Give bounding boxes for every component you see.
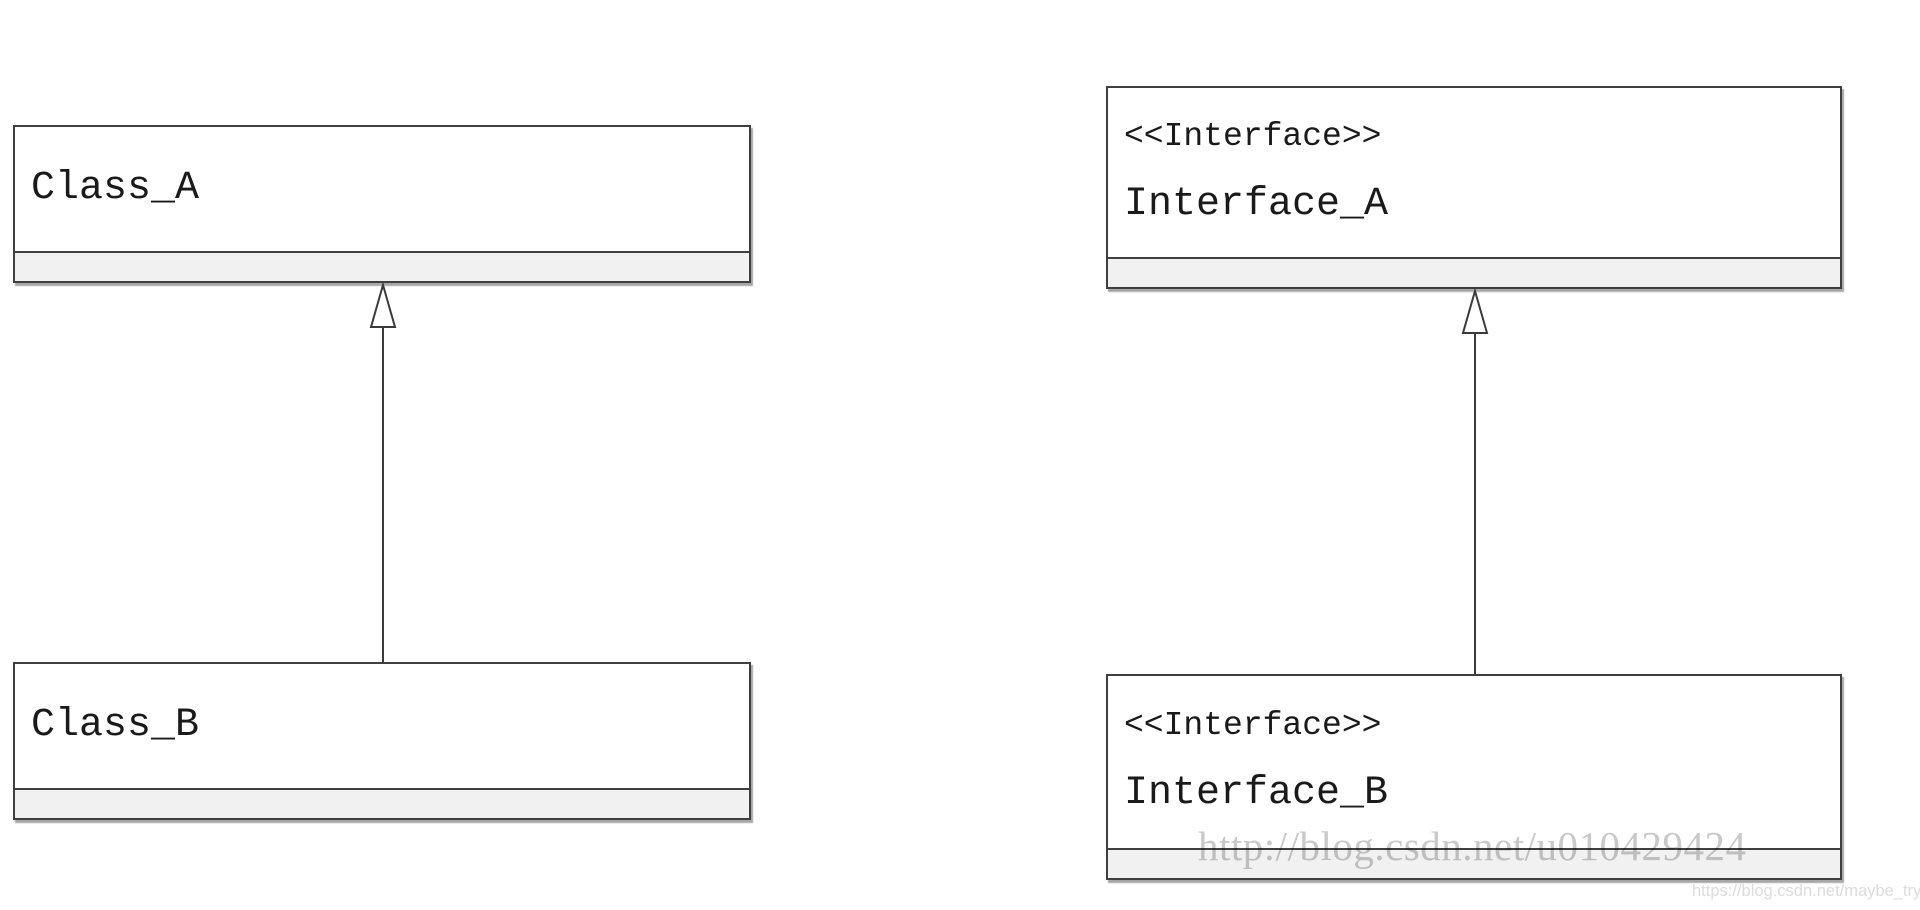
csdn-watermark-large: http://blog.csdn.net/u010429424	[1198, 823, 1747, 869]
generalization-arrow-interfaceb-to-interfacea	[1461, 287, 1489, 675]
generalization-arrow-classb-to-classa	[369, 281, 397, 663]
interface-b-attributes-compartment	[1108, 848, 1840, 878]
interface-node-interface-b: <<Interface>> Interface_B	[1106, 674, 1842, 880]
csdn-watermark-small: https://blog.csdn.net/maybe_try	[1692, 882, 1920, 900]
class-b-name: Class_B	[31, 703, 200, 748]
interface-node-interface-a: <<Interface>> Interface_A	[1106, 86, 1842, 289]
class-b-attributes-compartment	[15, 788, 749, 818]
interface-a-stereotype: <<Interface>>	[1124, 117, 1382, 155]
interface-b-name: Interface_B	[1124, 771, 1389, 816]
interface-a-name-compartment: <<Interface>> Interface_A	[1108, 88, 1840, 257]
class-a-attributes-compartment	[15, 251, 749, 281]
class-node-class-a: Class_A	[13, 125, 751, 283]
hollow-triangle-arrowhead-icon	[369, 281, 397, 328]
interface-a-attributes-compartment	[1108, 257, 1840, 287]
class-a-name: Class_A	[31, 166, 200, 211]
interface-a-name: Interface_A	[1124, 181, 1389, 227]
class-b-name-compartment: Class_B	[15, 664, 749, 788]
class-node-class-b: Class_B	[13, 662, 751, 820]
hollow-triangle-arrowhead-icon	[1461, 287, 1489, 334]
interface-b-name-compartment: <<Interface>> Interface_B	[1108, 676, 1840, 848]
interface-b-stereotype: <<Interface>>	[1124, 707, 1382, 744]
class-a-name-compartment: Class_A	[15, 127, 749, 251]
